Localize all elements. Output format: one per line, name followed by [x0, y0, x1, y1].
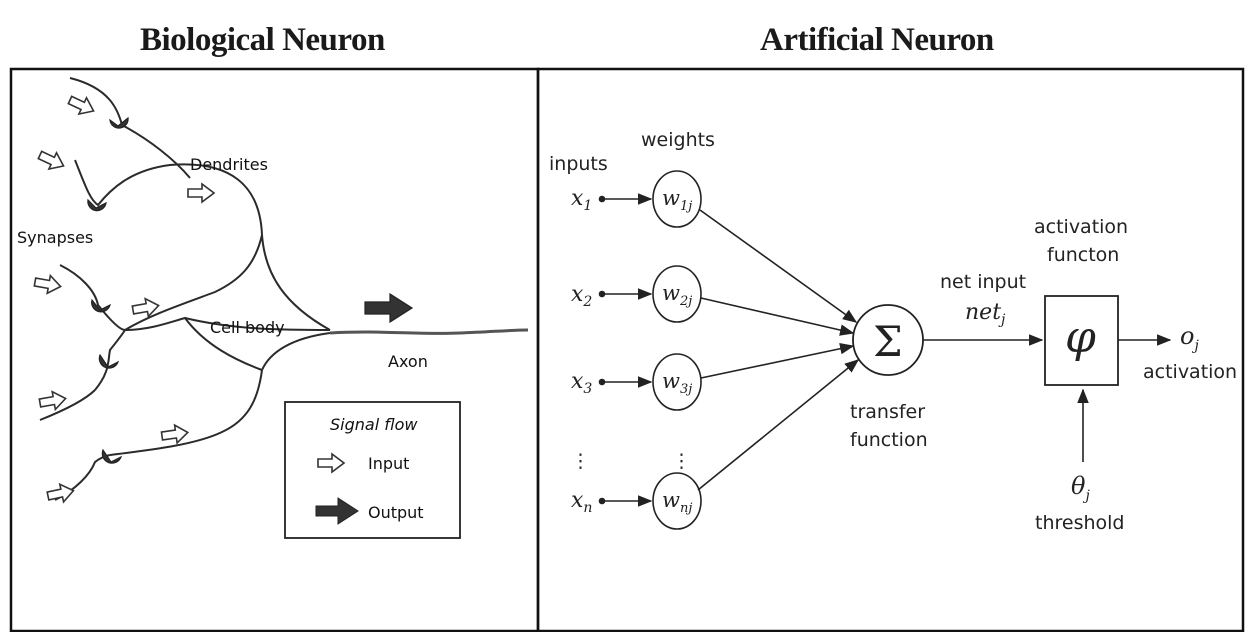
input-arrow [35, 146, 69, 175]
weighted-connections [697, 209, 860, 491]
legend-input-label: Input [368, 454, 409, 473]
activation-function-box [1044, 295, 1119, 386]
activation-label-line2: functon [1047, 244, 1119, 266]
output-oj: oj [1180, 322, 1199, 354]
synapse-knob [87, 198, 107, 212]
weight-wnj: wnj [662, 488, 692, 516]
cell-body-label: Cell body [210, 318, 285, 337]
biological-neuron-title: Biological Neuron [140, 22, 385, 58]
output-signal-arrow [364, 292, 414, 324]
input-arrow [37, 388, 68, 413]
weight-w3j: w3j [662, 369, 692, 397]
synapses-label: Synapses [17, 228, 93, 247]
axon-label: Axon [388, 352, 428, 371]
input-xn: xn [571, 488, 592, 516]
net-j-label: netj [965, 300, 1006, 328]
input-x3: x3 [571, 369, 592, 397]
weights-label: weights [641, 129, 715, 151]
phi-symbol: φ [1065, 312, 1096, 363]
weight-w1j: w1j [662, 186, 692, 214]
threshold-theta: θj [1071, 472, 1090, 504]
synapse-knob [101, 448, 123, 464]
input-arrow [32, 272, 63, 297]
input-arrow [159, 422, 190, 446]
legend-title: Signal flow [330, 415, 418, 434]
synapse-knob [98, 353, 120, 369]
dendrites-label: Dendrites [190, 155, 268, 174]
weight-circle [652, 353, 702, 411]
synapse-knobs [87, 116, 129, 464]
biological-panel-frame [9, 67, 540, 632]
output-activation-label: activation [1143, 361, 1237, 383]
artificial-panel-frame [536, 67, 1245, 632]
input-arrows [598, 193, 653, 507]
inputs-ellipsis: ⋮ [571, 450, 590, 472]
threshold-label: threshold [1035, 512, 1124, 534]
legend-output-label: Output [368, 503, 424, 522]
weight-circle [652, 472, 702, 530]
input-x1: x1 [571, 186, 592, 214]
weight-circle [652, 265, 702, 323]
transfer-label-line1: transfer [850, 401, 925, 423]
net-input-label: net input [940, 271, 1026, 293]
legend-output-arrow [315, 497, 359, 525]
input-arrow [65, 91, 99, 120]
activation-label-line1: activation [1034, 216, 1128, 238]
signal-flow-legend: Signal flow Input Output [284, 401, 461, 539]
weight-nodes: w1j w2j w3j wnj [652, 170, 702, 530]
weight-circle [652, 170, 702, 228]
input-arrow [45, 480, 77, 506]
input-nodes: x1 x2 x3 xn [571, 186, 592, 516]
artificial-neuron-title: Artificial Neuron [760, 22, 994, 58]
weights-ellipsis: ⋮ [672, 450, 691, 472]
sigma-symbol: Σ [873, 317, 903, 366]
synapse-knob [91, 298, 111, 313]
synapse-knob [109, 116, 129, 129]
inputs-label: inputs [549, 153, 608, 175]
transfer-label-line2: function [850, 429, 928, 451]
weight-w2j: w2j [662, 281, 692, 309]
input-arrow [187, 183, 215, 203]
input-x2: x2 [571, 282, 592, 310]
